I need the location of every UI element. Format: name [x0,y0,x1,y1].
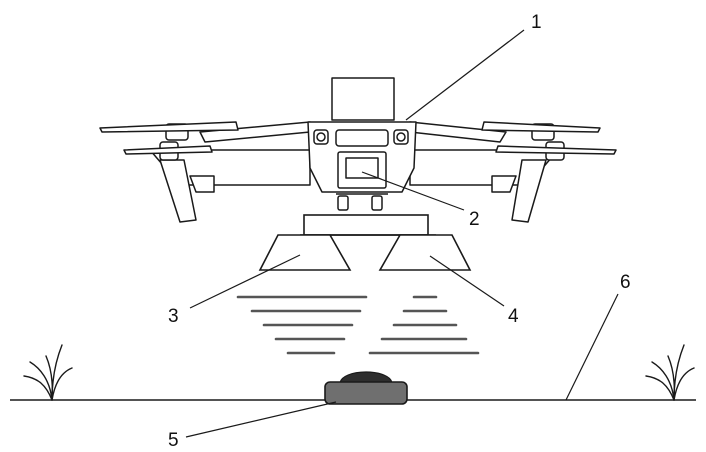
reflected-waves [368,295,480,355]
emitted-waves [236,295,368,355]
receiver-horn [378,234,472,271]
buried-object [324,371,408,405]
label-receiver: 4 [508,306,519,327]
drone [99,77,617,223]
label-buried-object: 5 [168,430,179,451]
sensor-mount [300,214,436,242]
grass-left [23,344,73,401]
leader-lines [185,29,619,438]
transmitter-horn [258,234,352,271]
label-camera: 2 [469,209,480,230]
label-transmitter: 3 [168,306,179,327]
label-ground: 6 [620,272,631,293]
label-drone: 1 [531,12,542,33]
grass-right [645,344,695,401]
